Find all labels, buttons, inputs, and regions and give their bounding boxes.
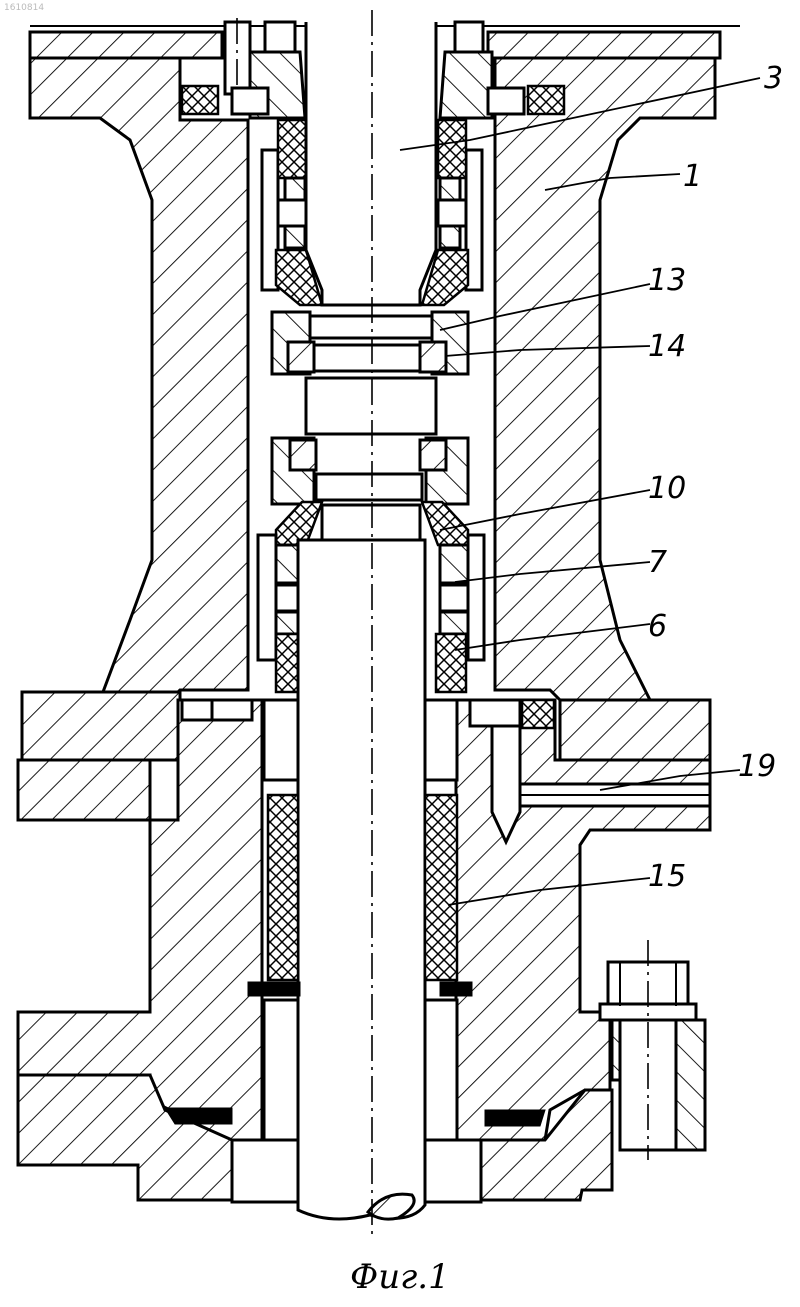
callout-15: 15 — [648, 859, 686, 894]
callout-1: 1 — [683, 159, 702, 194]
lower-ring-pair — [272, 438, 468, 504]
stem — [298, 10, 436, 1240]
callout-19: 19 — [738, 749, 776, 784]
callout-7: 7 — [648, 545, 667, 580]
callout-14: 14 — [648, 329, 686, 364]
callout-6: 6 — [648, 609, 667, 644]
scan-stamp: 1610814 — [4, 3, 44, 13]
flange-bolt-left — [182, 700, 252, 720]
ring-14 — [288, 342, 446, 372]
callout-13: 13 — [648, 263, 686, 298]
figure-caption: Фиг.1 — [350, 1257, 450, 1297]
callout-3: 3 — [764, 61, 783, 96]
callout-10: 10 — [648, 471, 686, 506]
